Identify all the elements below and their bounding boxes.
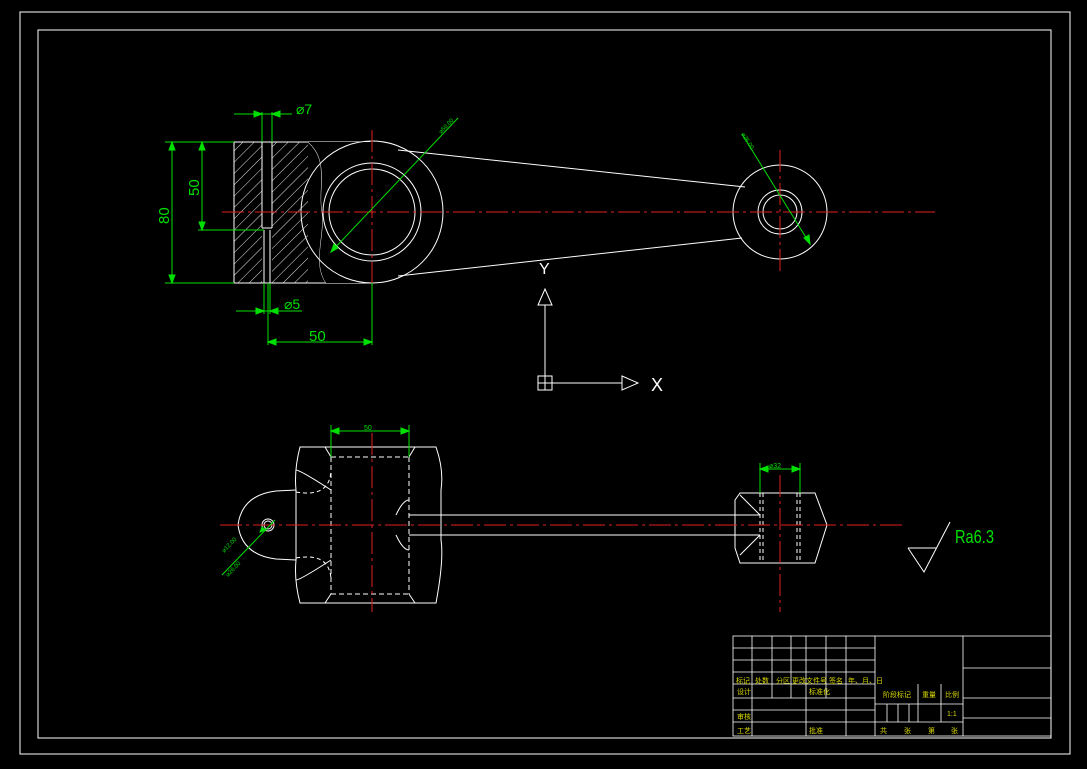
inner-drawing-frame (37, 29, 1052, 739)
tb-shenhe: 审核 (737, 712, 751, 721)
tb-header-5: 年、月、日 (848, 676, 883, 685)
tb-zhang1: 张 (904, 726, 911, 735)
bottom-view-centerlines (220, 433, 905, 612)
tb-header-2: 分区 (776, 676, 790, 685)
tb-bili: 比例 (945, 690, 959, 699)
bottom-view-dimensions (221, 425, 802, 576)
bottom-view (237, 446, 828, 604)
tb-header-1: 处数 (755, 676, 769, 685)
roughness-symbol (907, 521, 951, 573)
title-block (732, 635, 1052, 737)
dim-height-80: 80 (156, 207, 173, 224)
tb-gong: 共 (880, 726, 887, 735)
dim-diameter-7: ⌀7 (296, 101, 312, 117)
tb-pizhun: 批准 (809, 726, 823, 735)
ucs-y-label: Y (539, 261, 550, 278)
dim-big-bore-leader: ⌀50.00 (438, 117, 456, 135)
dim-hole-leader-1: ⌀12.00 (221, 536, 239, 554)
tb-header-0: 标记 (736, 676, 750, 685)
tb-zhongliang: 重量 (922, 691, 936, 699)
tb-scale: 1:1 (947, 711, 957, 718)
tb-di: 第 (928, 726, 935, 735)
tb-sheji: 设计 (737, 687, 751, 696)
arm-bottom-edge (397, 237, 743, 277)
dim-small-bore-leader: ⌀26.00 (739, 132, 754, 152)
tb-gongyi: 工艺 (737, 727, 751, 735)
roughness-label: Ra6.3 (955, 526, 994, 547)
dim-diameter-5: ⌀5 (284, 296, 300, 312)
dim-width-50: 50 (309, 328, 326, 345)
top-view-dimensions (165, 110, 811, 346)
tb-header-3: 更改文件号 (792, 676, 827, 685)
outer-sheet-border (19, 11, 1071, 755)
dim-height-50: 50 (186, 179, 203, 196)
title-block-text: 标记 处数 分区 更改文件号 签名 年、月、日 设计 标准化 审核 工艺 批准 … (736, 676, 959, 735)
big-end-block (295, 446, 443, 604)
dim-bottom-width: 50 (364, 425, 372, 432)
ucs-x-label: X (651, 375, 663, 395)
tb-biaozhunhua: 标准化 (809, 687, 830, 696)
tb-header-4: 签名 (829, 676, 843, 685)
top-view (222, 130, 935, 292)
small-end-block (734, 492, 828, 564)
tb-zhang2: 张 (951, 726, 958, 735)
ucs-icon (537, 287, 640, 391)
dim-small-end-width: ⌀32 (769, 463, 781, 470)
tb-jieduan: 阶段标记 (883, 690, 911, 699)
arm-top-edge (397, 149, 746, 188)
